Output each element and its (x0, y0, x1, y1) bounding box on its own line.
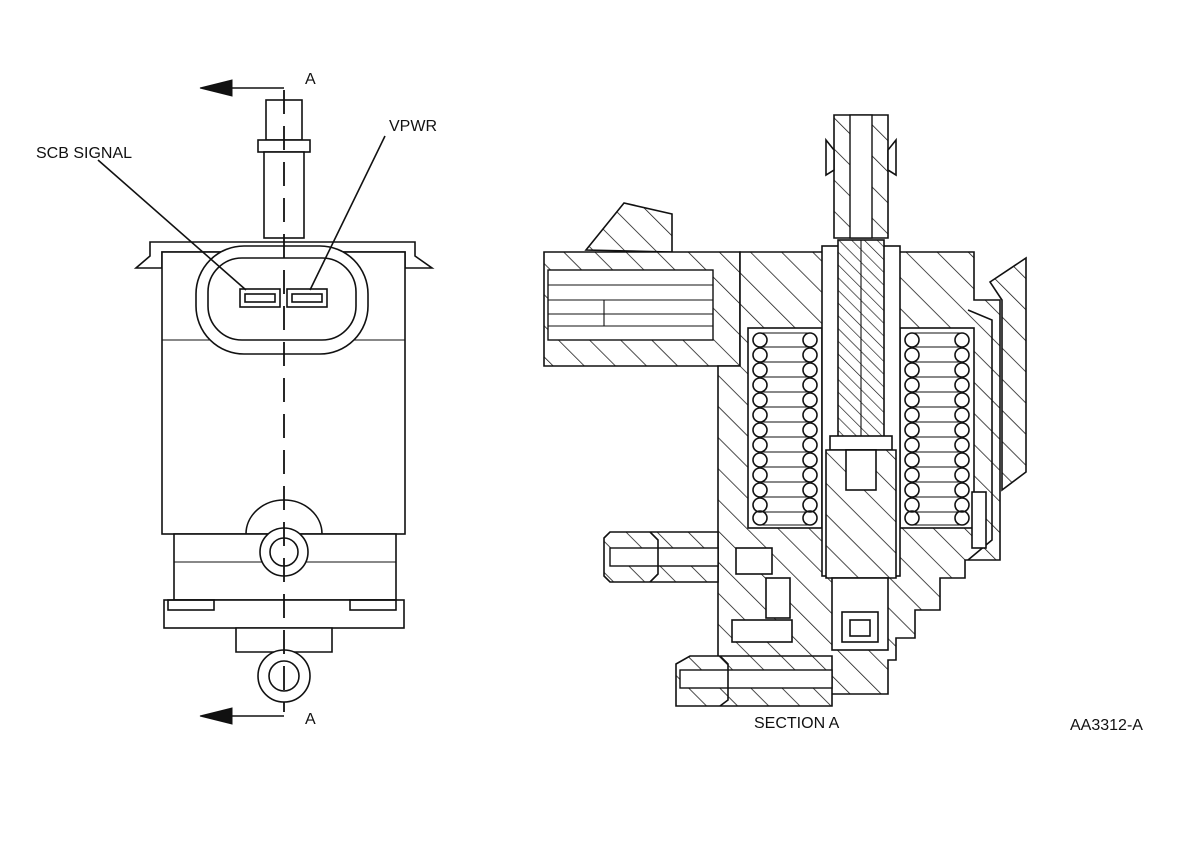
scb-signal-pin (239, 288, 281, 308)
lower-port-inner (268, 660, 300, 692)
coil-windings-left (752, 332, 818, 526)
vpwr-leader (309, 135, 386, 291)
scb-signal-leader (97, 159, 247, 291)
section-marker-bottom: A (305, 711, 316, 728)
vpwr-label: VPWR (389, 118, 437, 135)
section-marker-top: A (305, 71, 316, 88)
section-view (543, 114, 1027, 707)
scb-signal-label: SCB SIGNAL (36, 145, 132, 162)
valve-seat (831, 577, 889, 651)
valve-disc (731, 619, 793, 643)
connector-shroud (195, 245, 369, 355)
external-view (97, 79, 435, 725)
side-cover (988, 256, 1027, 492)
connector-latch (584, 202, 673, 253)
section-title: SECTION A (754, 715, 840, 732)
figure-id: AA3312-A (1070, 717, 1143, 734)
armature-stop (829, 435, 893, 451)
side-chamber (735, 547, 773, 575)
vpwr-pin (286, 288, 328, 308)
